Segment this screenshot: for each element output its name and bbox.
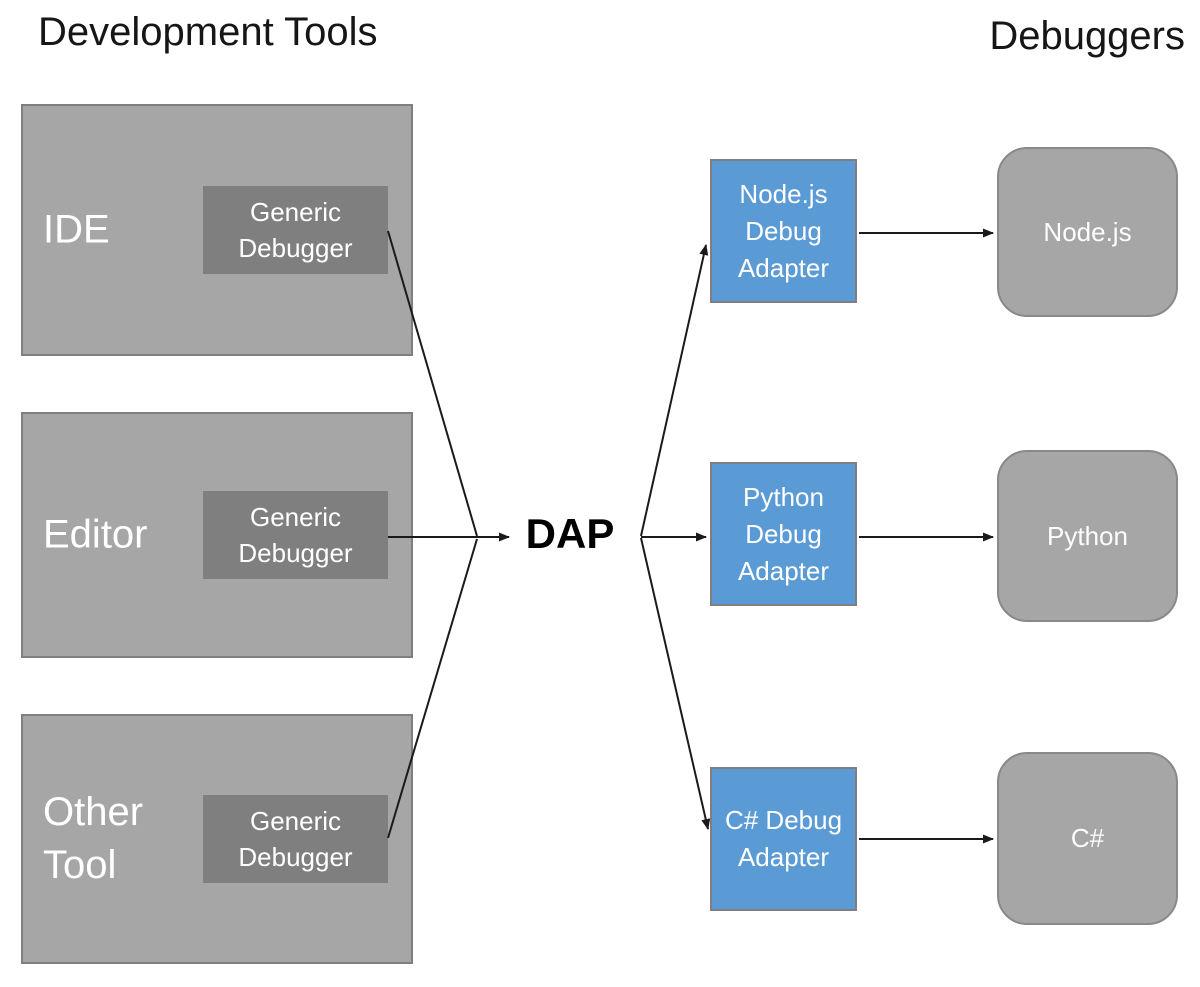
title-debuggers: Debuggers — [989, 14, 1185, 58]
generic-debugger-label: Generic Debugger — [238, 197, 353, 263]
tool-label-editor: Editor — [43, 512, 148, 557]
runtime-label-nodejs: Node.js — [1043, 216, 1132, 247]
runtime-box-python: Python — [997, 450, 1178, 622]
dap-protocol-label: DAP — [525, 510, 615, 557]
adapter-label-csharp: C# Debug Adapter — [724, 805, 843, 872]
generic-debugger-label: Generic Debugger — [238, 502, 353, 568]
generic-debugger-box-other-tool: Generic Debugger — [203, 795, 388, 883]
adapter-box-csharp: C# Debug Adapter — [710, 767, 857, 911]
arrow-dap-to-csharp-adapter — [640, 537, 711, 830]
runtime-box-csharp: C# — [997, 752, 1178, 925]
adapter-box-python: Python Debug Adapter — [710, 462, 857, 606]
runtime-label-python: Python — [1047, 520, 1128, 551]
tool-box-editor: Editor Generic Debugger — [21, 412, 413, 658]
adapter-box-nodejs: Node.js Debug Adapter — [710, 159, 857, 303]
tool-label-other-tool: Other Tool — [43, 790, 144, 887]
runtime-box-nodejs: Node.js — [997, 147, 1178, 317]
tool-box-ide: IDE Generic Debugger — [21, 104, 413, 356]
runtime-label-csharp: C# — [1070, 823, 1105, 853]
generic-debugger-box-editor: Generic Debugger — [203, 491, 388, 579]
arrow-dap-to-nodejs-adapter — [640, 244, 709, 537]
generic-debugger-box-ide: Generic Debugger — [203, 186, 388, 274]
tool-box-other-tool: Other Tool Generic Debugger — [21, 714, 413, 964]
tool-label-ide: IDE — [43, 207, 110, 252]
generic-debugger-label: Generic Debugger — [238, 806, 353, 872]
title-development-tools: Development Tools — [38, 10, 378, 54]
adapter-label-nodejs: Node.js Debug Adapter — [737, 178, 830, 283]
adapter-label-python: Python Debug Adapter — [737, 481, 830, 586]
